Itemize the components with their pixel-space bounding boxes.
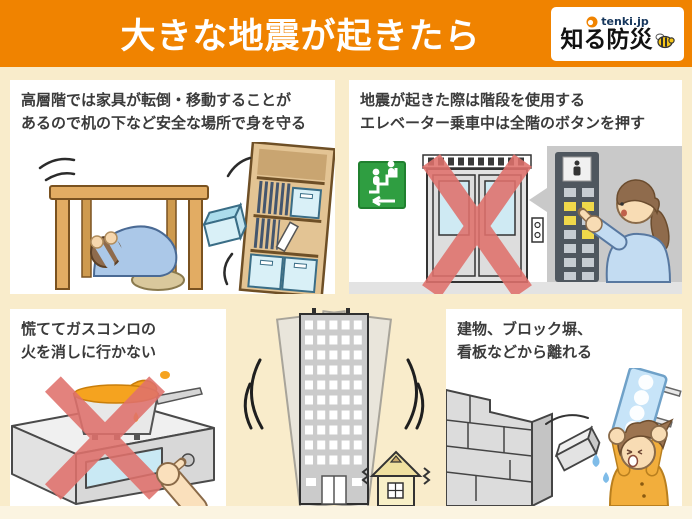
building-illustration [243,308,431,506]
reaching-hand [156,457,208,506]
panel-desk-safety: 高層階では家具が転倒・移動することが あるので机の下など安全な場所で身を守る [10,80,335,294]
block-wall [446,388,553,506]
caption-stove: 慌ててガスコンロの 火を消しに行かない [10,309,226,363]
caption-stove-line2: 火を消しに行かない [21,342,157,361]
panel-wall-safety: 建物、ブロック塀、 看板などから離れる [446,309,682,506]
panicked-woman [592,418,674,506]
shaking-house [361,450,431,506]
person-under-desk [49,185,209,291]
red-x-icon [44,376,166,500]
tenki-brand-label: tenki.jp [601,15,649,28]
elevator-illustration [349,146,682,294]
sun-icon [586,16,598,27]
stove-illustration [11,371,215,506]
series-title-label: 知る防災 [560,26,653,53]
shake-lines-icon [223,156,252,286]
caption-elevator: 地震が起きた際は階段を使用する エレベーター乗車中は全階のボタンを押す [349,80,682,134]
series-title-row: 知る防災 [560,26,675,53]
sway-arcs-icon [243,358,425,430]
falling-block [554,425,601,472]
panel-elevator-safety: 地震が起きた際は階段を使用する エレベーター乗車中は全階のボタンを押す [349,80,682,294]
swaying-building [275,308,393,506]
caption-wall-line2: 看板などから離れる [457,342,593,361]
page-title: 大きな地震が起きたら [120,17,481,57]
caption-desk: 高層階では家具が転倒・移動することが あるので机の下など安全な場所で身を守る [10,80,335,134]
caption-wall-line1: 建物、ブロック塀、 [457,320,593,338]
panel-stove-safety: 慌ててガスコンロの 火を消しに行かない [10,309,226,506]
shake-lines-icon [38,157,76,182]
red-x-icon [422,154,532,294]
header-bar: 大きな地震が起きたら tenki.jp 知る防災 [0,0,692,67]
tenki-logo-badge: tenki.jp 知る防災 [551,6,684,61]
woman-pressing-buttons [577,179,672,283]
tenki-brand-row: tenki.jp [586,15,649,28]
wall-illustration [446,368,682,506]
caption-stove-line1: 慌ててガスコンロの [21,320,157,338]
bookshelf [238,142,335,294]
exit-sign-icon [358,160,406,209]
caption-elevator-line2: エレベーター乗車中は全階のボタンを押す [360,113,646,132]
falling-box [202,202,247,247]
caption-elevator-line1: 地震が起きた際は階段を使用する [360,91,586,109]
fall-arc-icon [545,414,589,425]
footer-strip [0,506,692,519]
caption-desk-line2: あるので机の下など安全な場所で身を守る [21,113,307,132]
desk-illustration [38,142,335,294]
caption-wall: 建物、ブロック塀、 看板などから離れる [446,309,682,363]
caption-desk-line1: 高層階では家具が転倒・移動することが [21,91,292,109]
bee-icon [655,33,675,49]
